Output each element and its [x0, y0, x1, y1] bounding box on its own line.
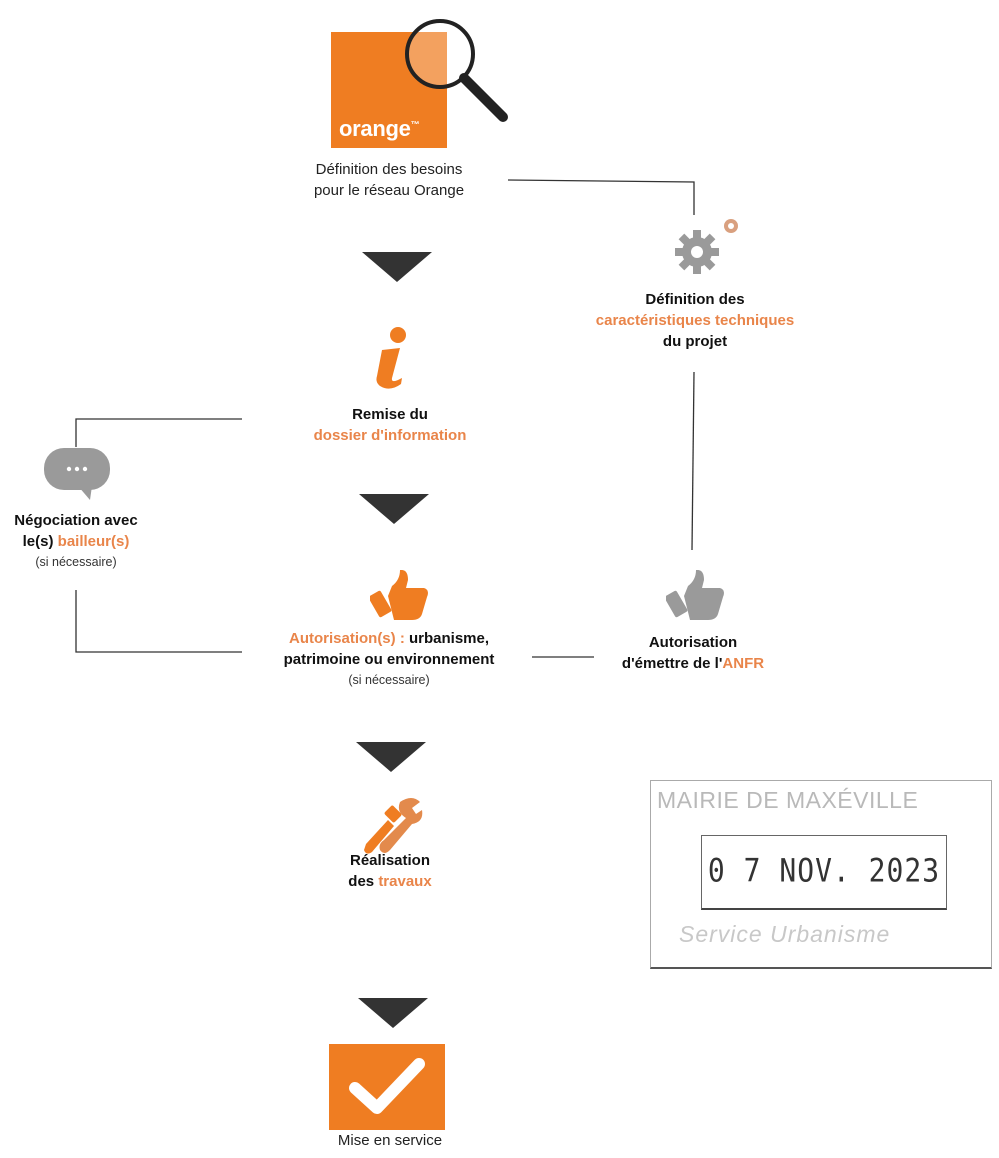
mairie-stamp: MAIRIE DE MAXÉVILLE 0 7 NOV. 2023 Servic… — [650, 780, 992, 969]
line-caracteristiques-to-anfr — [691, 371, 695, 551]
info-icon — [376, 327, 406, 389]
line-remise-to-negociation — [75, 418, 242, 447]
stamp-mairie-text: MAIRIE DE MAXÉVILLE — [657, 787, 919, 813]
flow-arrow-3 — [356, 742, 426, 772]
flow-arrow-4 — [358, 998, 428, 1028]
flow-arrow-2 — [359, 494, 429, 524]
checkmark-icon — [329, 1044, 445, 1130]
step-mise-label: Mise en service — [337, 1132, 443, 1149]
step-autorisations-label: Autorisation(s) : urbanisme, patrimoine … — [283, 630, 495, 687]
step-remise-label: Remise du dossier d'information — [313, 406, 467, 444]
gears-icon — [675, 219, 738, 274]
line-negociation-to-autorisations — [75, 590, 242, 653]
line-besoins-to-caracteristiques — [507, 179, 695, 215]
step-besoins-label: Définition des besoins pour le réseau Or… — [313, 161, 465, 199]
thumbs-up-gray-icon — [666, 570, 724, 620]
flow-arrow-1 — [362, 252, 432, 282]
orange-logo-text: orange™ — [339, 116, 420, 141]
chat-bubble-icon — [44, 448, 110, 500]
step-negociation-label: Négociation avec le(s) bailleur(s) (si n… — [14, 512, 138, 569]
stamp-date-box: 0 7 NOV. 2023 — [701, 835, 947, 910]
orange-logo: orange™ — [331, 32, 447, 148]
thumbs-up-icon — [370, 570, 428, 620]
magnifier-icon — [405, 19, 508, 122]
step-caracteristiques-label: Définition des caractéristiques techniqu… — [595, 291, 795, 350]
step-realisation-label: Réalisation des travaux — [348, 852, 432, 890]
stamp-date: 0 7 NOV. 2023 — [707, 851, 941, 890]
step-anfr-label: Autorisation d'émettre de l'ANFR — [621, 634, 765, 672]
stamp-service-text: Service Urbanisme — [679, 921, 891, 947]
tools-icon — [364, 798, 423, 854]
